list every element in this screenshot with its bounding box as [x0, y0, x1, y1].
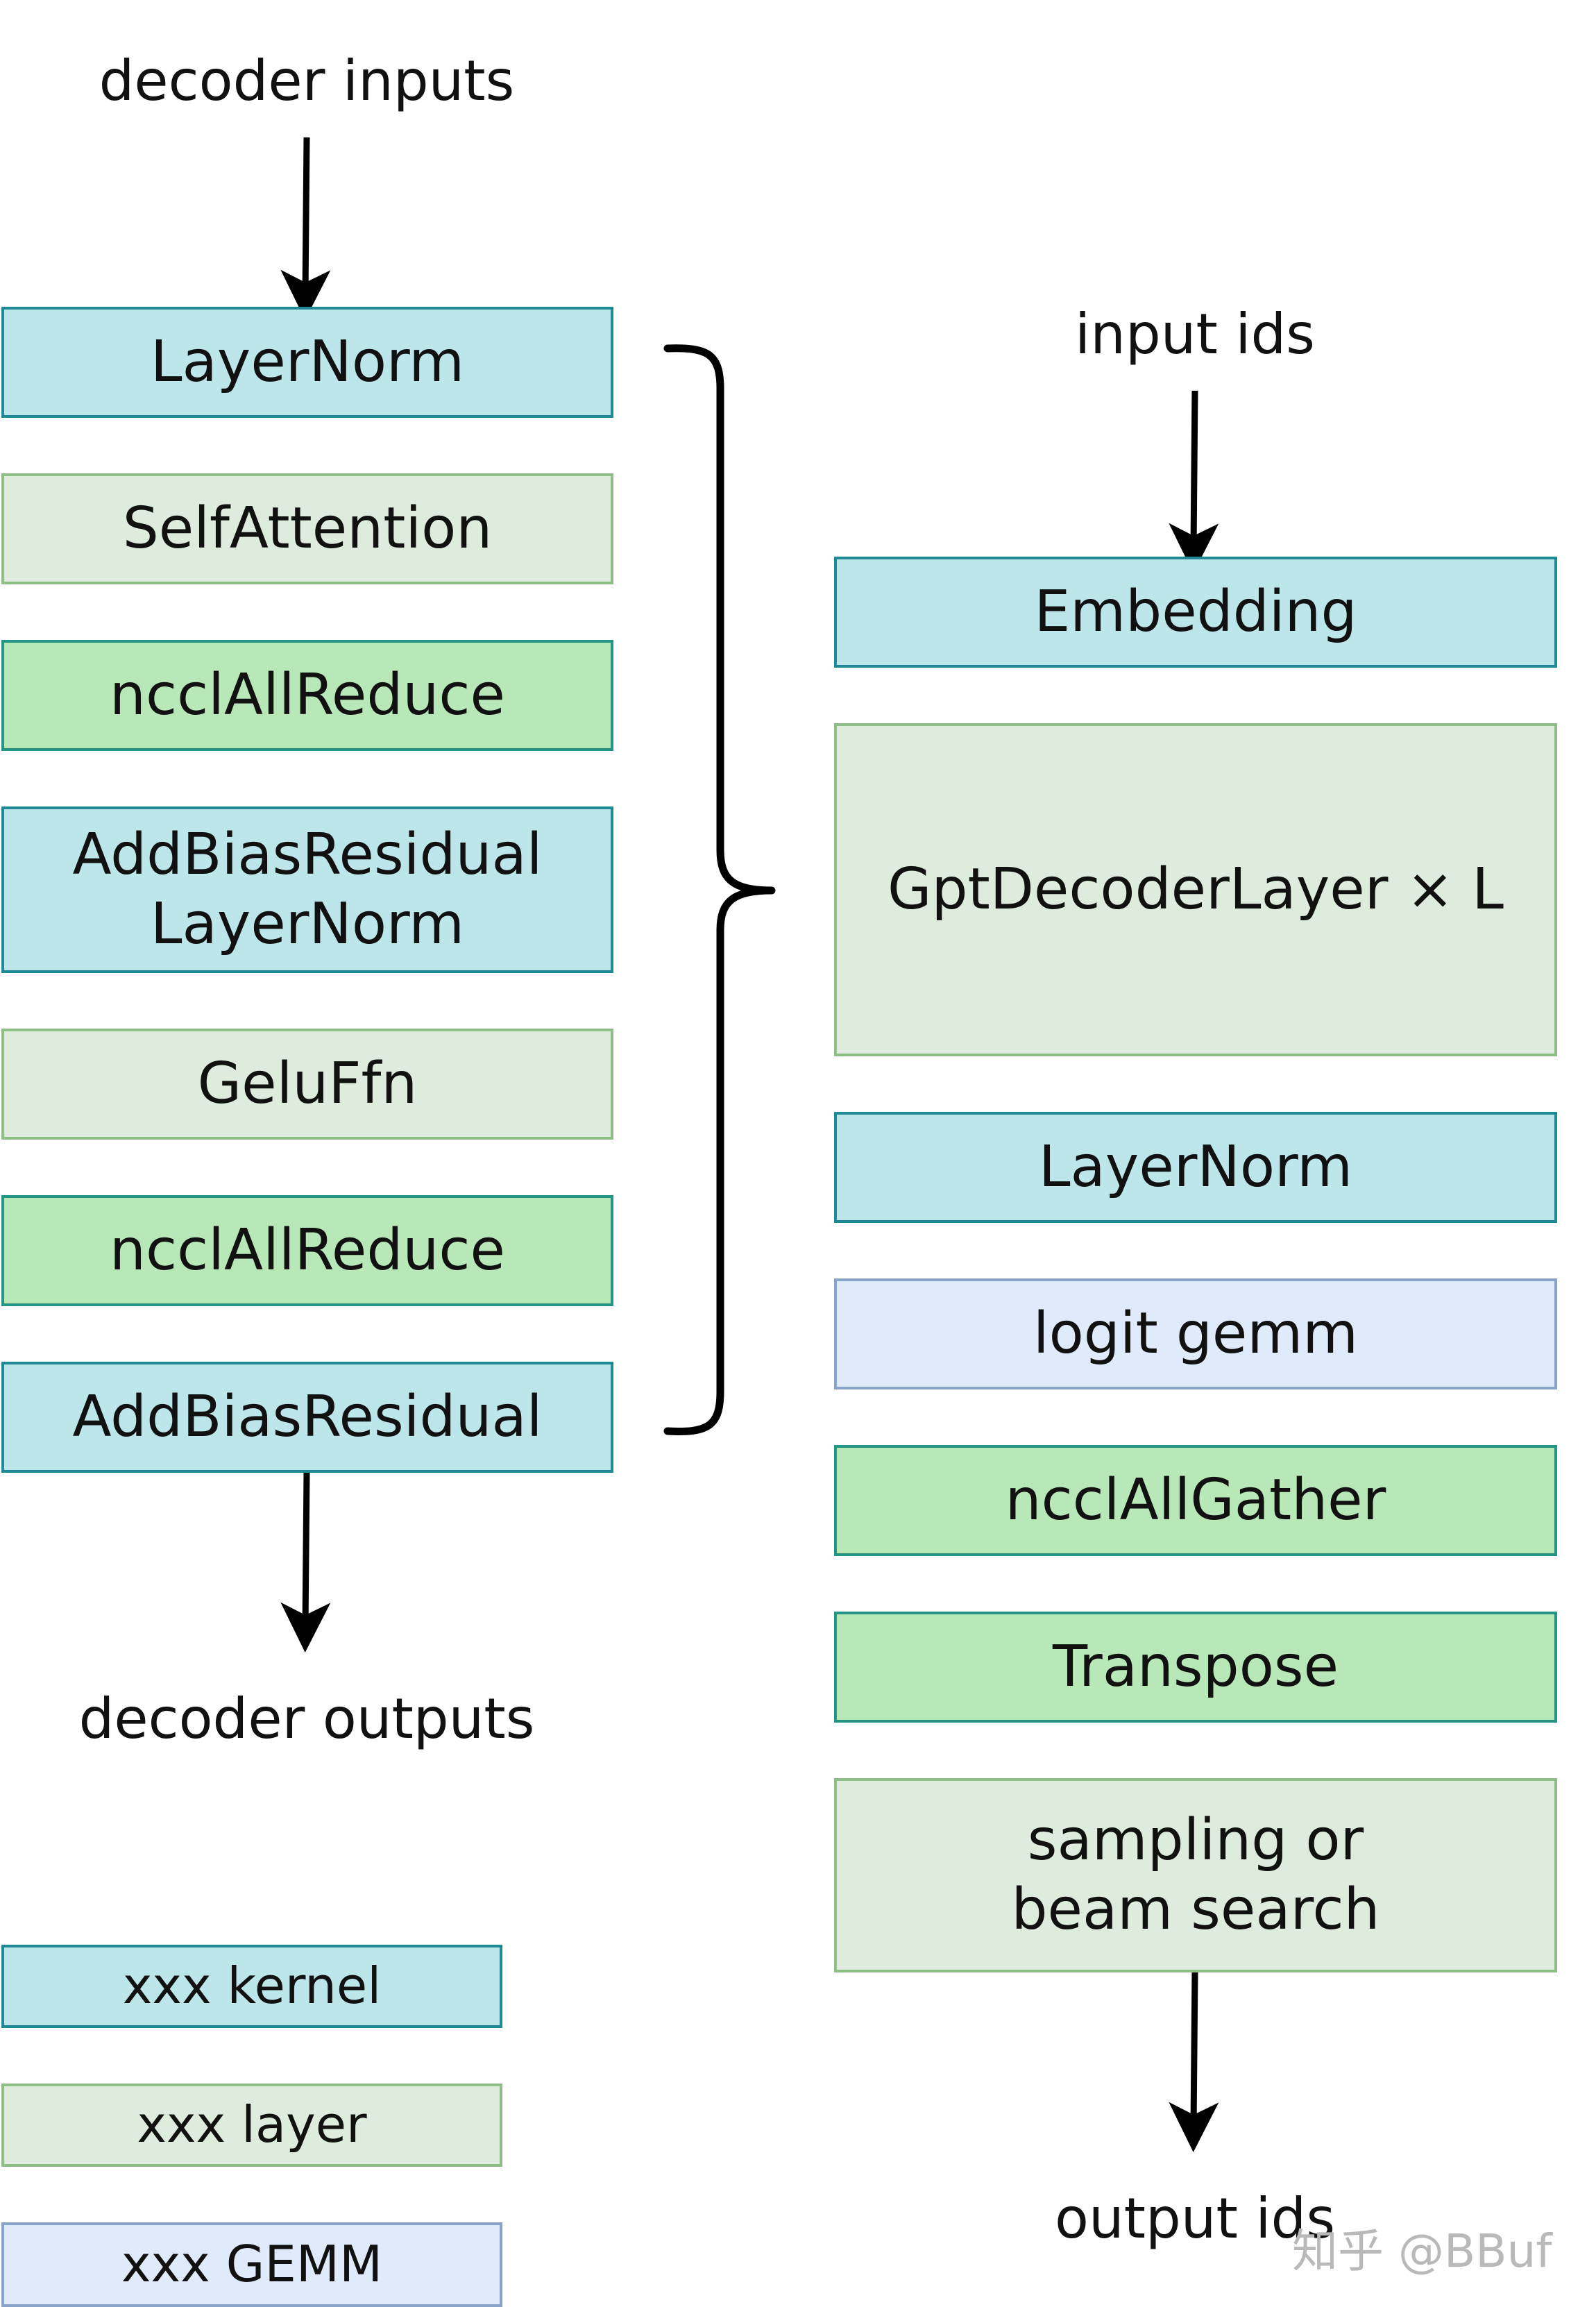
input-ids-label: input ids	[1075, 302, 1315, 366]
block-label: AddBiasResidual	[72, 1383, 543, 1450]
left-layernorm-block: LayerNorm	[1, 307, 613, 418]
legend-label: xxx layer	[137, 2095, 367, 2154]
block-label: ncclAllReduce	[110, 661, 505, 728]
sampling-beam-search-block: sampling or beam search	[834, 1778, 1557, 1972]
output-ids-label: output ids	[1055, 2186, 1335, 2251]
block-label: sampling or beam search	[1011, 1806, 1379, 1945]
legend-label: xxx kernel	[122, 1957, 382, 2016]
watermark: 知乎 @BBuf	[1292, 2224, 1552, 2278]
block-label-line-1: AddBiasResidual	[72, 821, 543, 888]
block-label: ncclAllGather	[1005, 1467, 1386, 1533]
logit-gemm-block: logit gemm	[834, 1278, 1557, 1389]
block-label-line-1: sampling or	[1027, 1807, 1364, 1873]
block-label: ncclAllReduce	[110, 1217, 505, 1283]
block-label: Embedding	[1034, 578, 1357, 645]
block-label: SelfAttention	[122, 495, 493, 561]
legend-kernel: xxx kernel	[1, 1945, 502, 2028]
legend-layer: xxx layer	[1, 2084, 502, 2167]
block-label: LayerNorm	[1038, 1133, 1353, 1200]
decoder-inputs-label: decoder inputs	[99, 49, 515, 113]
addbiasresidual-block: AddBiasResidual	[1, 1362, 613, 1473]
transpose-block: Transpose	[834, 1612, 1557, 1723]
embedding-block: Embedding	[834, 557, 1557, 668]
block-label: LayerNorm	[150, 328, 465, 395]
addbiasresidual-layernorm-block: AddBiasResidual LayerNorm	[1, 806, 613, 973]
block-label: logit gemm	[1033, 1300, 1359, 1367]
legend-gemm: xxx GEMM	[1, 2222, 502, 2307]
block-label: GptDecoderLayer × L	[888, 856, 1504, 922]
curly-bracket	[663, 344, 776, 1435]
decoder-outputs-label: decoder outputs	[78, 1687, 535, 1751]
geluffn-block: GeluFfn	[1, 1029, 613, 1140]
arrow-input-ids	[1169, 390, 1219, 573]
block-label: AddBiasResidual LayerNorm	[72, 820, 542, 959]
legend-label: xxx GEMM	[121, 2235, 383, 2294]
self-attention-block: SelfAttention	[1, 473, 613, 584]
block-label-line-2: LayerNorm	[150, 891, 465, 957]
right-layernorm-block: LayerNorm	[834, 1112, 1557, 1223]
block-label-line-2: beam search	[1011, 1877, 1380, 1943]
nccl-allreduce-block-1: ncclAllReduce	[1, 640, 613, 751]
arrow-decoder-inputs	[280, 137, 331, 320]
nccl-allgather-block: ncclAllGather	[834, 1445, 1557, 1556]
arrow-decoder-outputs	[280, 1472, 331, 1653]
gpt-decoder-layer-block: GptDecoderLayer × L	[834, 723, 1557, 1056]
nccl-allreduce-block-2: ncclAllReduce	[1, 1195, 613, 1306]
block-label: Transpose	[1052, 1633, 1339, 1700]
block-label: GeluFfn	[197, 1050, 418, 1117]
arrow-output-ids	[1169, 1972, 1219, 2152]
